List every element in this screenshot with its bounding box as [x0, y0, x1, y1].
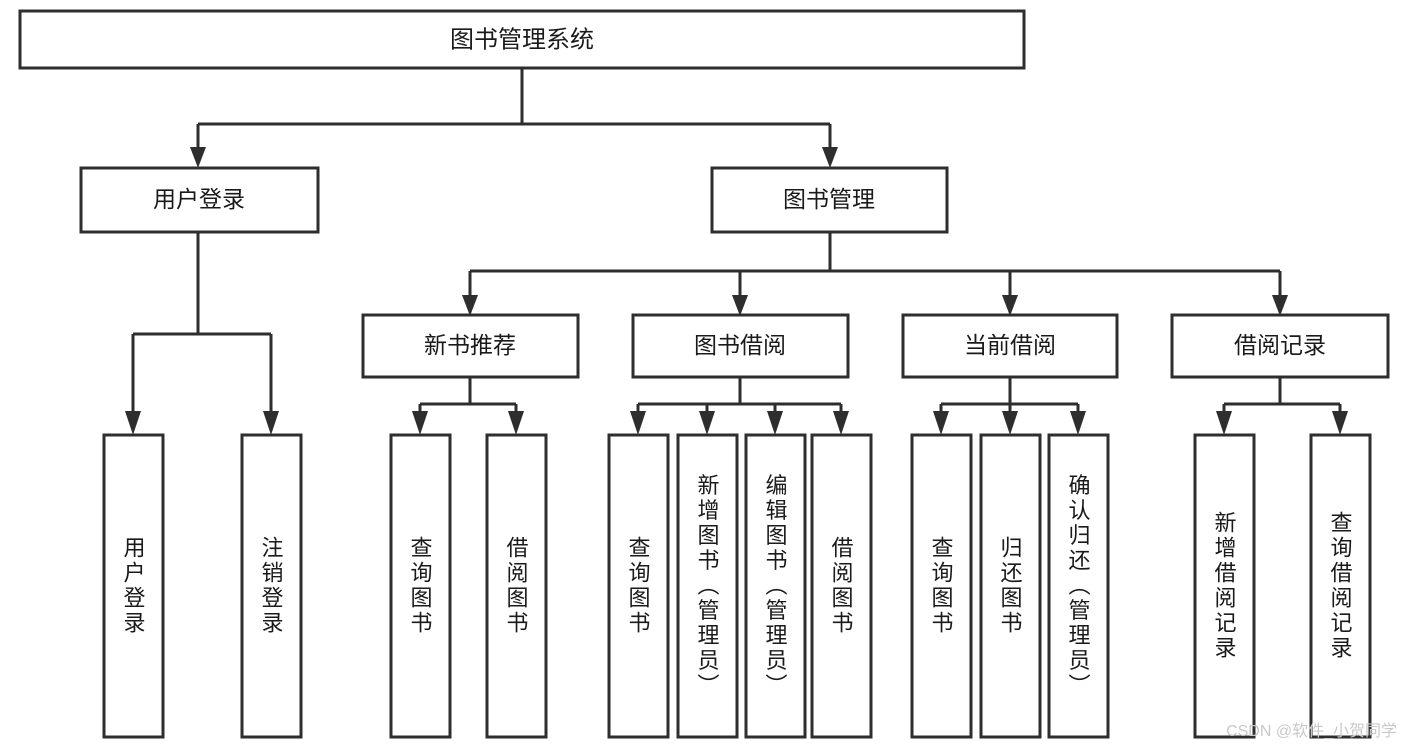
leaf-query-book-1-box[interactable]	[389, 433, 452, 739]
leaf-add-record-label: 新增借阅记录	[1212, 511, 1237, 661]
leaf-query-book-1-label: 查询图书	[408, 536, 433, 636]
borrow-record-label: 借阅记录	[1234, 332, 1326, 358]
leaf-add-book-label: 新增图书（管理员）	[695, 474, 720, 699]
node-leaf-add-record[interactable]: 新增借阅记录	[1193, 433, 1256, 739]
arrow-leaf-add-book	[699, 411, 715, 435]
node-new-book-recommend[interactable]: 新书推荐	[361, 313, 580, 379]
user-login-label: 用户登录	[153, 186, 245, 212]
node-book-borrow[interactable]: 图书借阅	[631, 313, 850, 379]
node-current-borrow[interactable]: 当前借阅	[901, 313, 1119, 379]
leaf-user-login-box[interactable]	[102, 433, 165, 739]
book-borrow-label: 图书借阅	[694, 332, 786, 358]
arrow-leaf-logout-login	[263, 411, 279, 435]
leaf-borrow-book-2-label: 借阅图书	[829, 536, 854, 636]
arrow-root-to-book-manage	[822, 147, 838, 168]
connector-layer	[125, 68, 1348, 435]
node-leaf-user-login[interactable]: 用户登录	[102, 433, 165, 739]
leaf-edit-book-label: 编辑图书（管理员）	[763, 474, 788, 699]
leaf-add-book-box[interactable]	[676, 433, 739, 739]
leaf-query-book-3-label: 查询图书	[929, 536, 954, 636]
arrow-leaf-query-record	[1332, 411, 1348, 435]
node-leaf-add-book[interactable]: 新增图书（管理员）	[676, 433, 739, 739]
current-borrow-label: 当前借阅	[964, 332, 1056, 358]
arrow-leaf-borrow-book-1	[508, 411, 524, 435]
node-book-manage[interactable]: 图书管理	[710, 166, 949, 234]
node-leaf-query-record[interactable]: 查询借阅记录	[1309, 433, 1372, 739]
leaf-user-login-label: 用户登录	[121, 536, 146, 636]
leaf-query-book-3-box[interactable]	[910, 433, 973, 739]
book-manage-box[interactable]	[710, 166, 949, 234]
leaf-logout-login-label: 注销登录	[259, 536, 284, 636]
csdn-watermark: CSDN @软件_小贺同学	[1226, 723, 1397, 740]
book-borrow-box[interactable]	[631, 313, 850, 379]
leaf-query-book-2-box[interactable]	[607, 433, 670, 739]
arrow-current-borrow	[1002, 295, 1018, 316]
node-root[interactable]: 图书管理系统	[18, 9, 1026, 70]
leaf-confirm-return-box[interactable]	[1047, 433, 1110, 739]
new-book-recommend-label: 新书推荐	[424, 332, 516, 358]
leaf-query-book-2-label: 查询图书	[626, 536, 651, 636]
arrow-borrow-record	[1272, 295, 1288, 316]
root-box[interactable]	[18, 9, 1026, 70]
node-leaf-return-book[interactable]: 归还图书	[979, 433, 1042, 739]
leaf-return-book-box[interactable]	[979, 433, 1042, 739]
arrow-leaf-borrow-book-2	[833, 411, 849, 435]
node-leaf-query-book-2[interactable]: 查询图书	[607, 433, 670, 739]
node-borrow-record[interactable]: 借阅记录	[1170, 313, 1390, 379]
new-book-recommend-box[interactable]	[361, 313, 580, 379]
leaf-borrow-book-1-label: 借阅图书	[504, 536, 529, 636]
leaf-query-record-label: 查询借阅记录	[1328, 511, 1353, 661]
node-leaf-logout-login[interactable]: 注销登录	[240, 433, 303, 739]
leaf-borrow-book-2-box[interactable]	[810, 433, 873, 739]
arrow-leaf-query-book-1	[412, 411, 428, 435]
node-user-login[interactable]: 用户登录	[79, 166, 320, 234]
arrow-leaf-add-record	[1216, 411, 1232, 435]
arrow-leaf-query-book-3	[933, 411, 949, 435]
arrow-leaf-edit-book	[767, 411, 783, 435]
node-leaf-query-book-3[interactable]: 查询图书	[910, 433, 973, 739]
leaf-add-record-box[interactable]	[1193, 433, 1256, 739]
arrow-root-to-user-login	[190, 147, 206, 168]
node-leaf-query-book-1[interactable]: 查询图书	[389, 433, 452, 739]
root-label: 图书管理系统	[450, 26, 594, 53]
node-leaf-borrow-book-2[interactable]: 借阅图书	[810, 433, 873, 739]
arrow-new-book-recommend	[462, 295, 478, 316]
current-borrow-box[interactable]	[901, 313, 1119, 379]
leaf-edit-book-box[interactable]	[744, 433, 807, 739]
arrow-leaf-confirm-return	[1070, 411, 1086, 435]
leaf-query-record-box[interactable]	[1309, 433, 1372, 739]
arrow-book-borrow	[732, 295, 748, 316]
node-leaf-borrow-book-1[interactable]: 借阅图书	[485, 433, 548, 739]
arrow-leaf-return-book	[1002, 411, 1018, 435]
leaf-borrow-book-1-box[interactable]	[485, 433, 548, 739]
arrow-leaf-query-book-2	[630, 411, 646, 435]
arrow-leaf-user-login	[125, 411, 141, 435]
borrow-record-box[interactable]	[1170, 313, 1390, 379]
node-leaf-confirm-return[interactable]: 确认归还（管理员）	[1047, 433, 1110, 739]
book-manage-label: 图书管理	[783, 186, 875, 212]
node-leaf-edit-book[interactable]: 编辑图书（管理员）	[744, 433, 807, 739]
leaf-confirm-return-label: 确认归还（管理员）	[1066, 474, 1091, 699]
user-login-box[interactable]	[79, 166, 320, 234]
leaf-logout-login-box[interactable]	[240, 433, 303, 739]
leaf-return-book-label: 归还图书	[998, 536, 1023, 636]
